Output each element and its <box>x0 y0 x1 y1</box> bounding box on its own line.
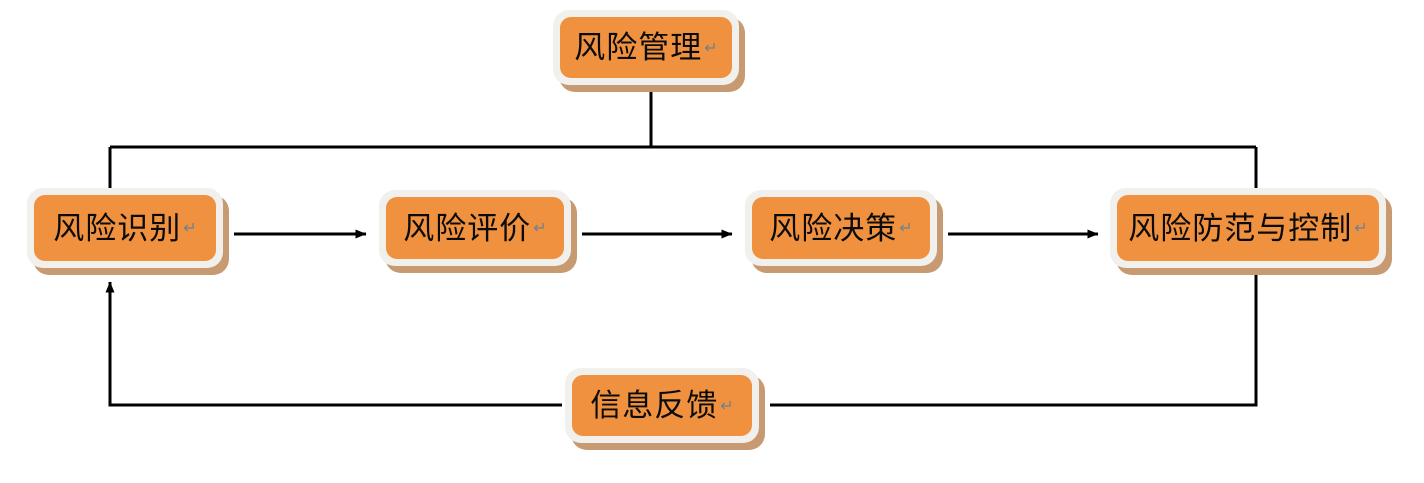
node-info-feedback[interactable]: 信息反馈↵ <box>565 368 759 443</box>
paragraph-mark-icon: ↵ <box>899 220 913 237</box>
node-risk-identify[interactable]: 风险识别↵ <box>27 188 223 268</box>
node-risk-management-label: 风险管理 <box>574 30 703 65</box>
node-risk-control[interactable]: 风险防范与控制↵ <box>1110 188 1386 268</box>
node-risk-decision[interactable]: 风险决策↵ <box>745 190 937 266</box>
node-risk-identify-body: 风险识别↵ <box>34 195 216 261</box>
node-risk-evaluate-label: 风险评价 <box>403 210 532 246</box>
paragraph-mark-icon: ↵ <box>1354 220 1368 237</box>
node-risk-decision-label: 风险决策 <box>769 210 898 246</box>
paragraph-mark-icon: ↵ <box>720 397 734 415</box>
node-risk-control-body: 风险防范与控制↵ <box>1117 195 1379 261</box>
node-risk-identify-label: 风险识别 <box>53 210 182 246</box>
paragraph-mark-icon: ↵ <box>533 220 547 237</box>
node-risk-decision-body: 风险决策↵ <box>752 197 930 259</box>
paragraph-mark-icon: ↵ <box>183 220 197 237</box>
node-risk-management[interactable]: 风险管理↵ <box>553 10 739 85</box>
node-info-feedback-body: 信息反馈↵ <box>572 375 752 436</box>
node-info-feedback-label: 信息反馈 <box>590 388 719 423</box>
node-risk-management-body: 风险管理↵ <box>560 17 732 78</box>
node-risk-evaluate[interactable]: 风险评价↵ <box>379 190 571 266</box>
node-risk-control-label: 风险防范与控制 <box>1128 210 1353 246</box>
paragraph-mark-icon: ↵ <box>704 39 718 57</box>
node-risk-evaluate-body: 风险评价↵ <box>386 197 564 259</box>
edge-feedback-to-identify <box>105 281 562 407</box>
edge-control-to-feedback <box>770 270 1258 407</box>
